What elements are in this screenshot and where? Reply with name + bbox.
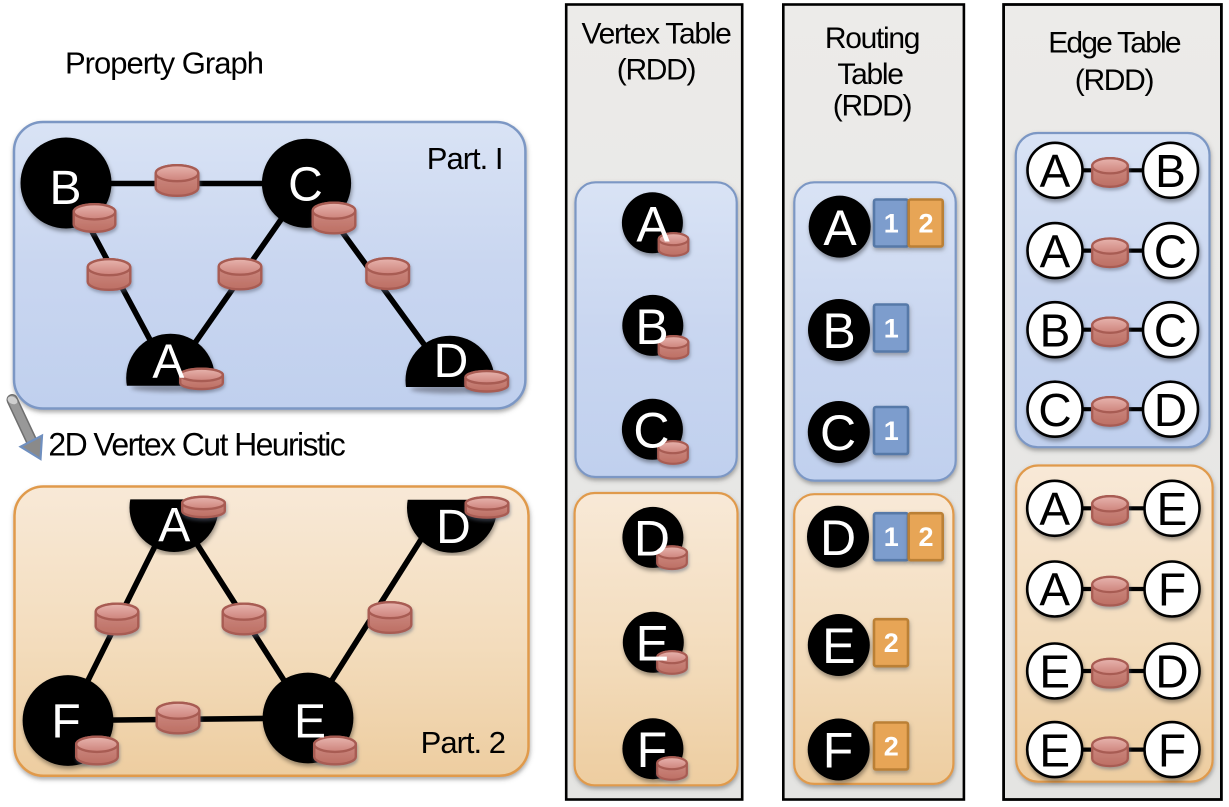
svg-text:A: A <box>636 197 670 253</box>
svg-text:D: D <box>436 501 471 554</box>
svg-text:A: A <box>152 335 184 388</box>
svg-text:Vertex Table: Vertex Table <box>582 17 732 50</box>
svg-text:F: F <box>1158 564 1186 616</box>
svg-text:C: C <box>288 159 323 212</box>
svg-text:Part. 2: Part. 2 <box>421 725 505 760</box>
svg-text:Edge Table: Edge Table <box>1048 27 1181 60</box>
svg-text:C: C <box>820 405 856 461</box>
svg-text:E: E <box>822 618 855 674</box>
svg-text:1: 1 <box>884 209 899 239</box>
svg-text:2: 2 <box>918 522 933 552</box>
svg-text:Routing: Routing <box>825 22 919 55</box>
svg-text:2: 2 <box>884 628 899 658</box>
svg-text:Property Graph: Property Graph <box>65 46 263 81</box>
svg-text:A: A <box>1039 564 1070 616</box>
svg-text:B: B <box>49 162 81 215</box>
svg-text:A: A <box>158 499 190 552</box>
svg-text:D: D <box>820 510 856 566</box>
svg-text:F: F <box>1158 724 1186 776</box>
svg-text:A: A <box>1040 225 1071 277</box>
svg-text:E: E <box>1039 646 1070 698</box>
svg-text:C: C <box>1154 225 1187 277</box>
svg-text:(RDD): (RDD) <box>833 90 912 123</box>
svg-text:F: F <box>51 696 80 749</box>
svg-text:C: C <box>1154 304 1187 356</box>
svg-text:D: D <box>1154 384 1187 436</box>
svg-text:C: C <box>1038 384 1071 436</box>
svg-text:1: 1 <box>884 522 899 552</box>
svg-text:D: D <box>1155 646 1188 698</box>
svg-text:A: A <box>823 200 857 256</box>
svg-text:1: 1 <box>884 416 899 446</box>
svg-text:1: 1 <box>884 314 899 344</box>
svg-text:2D Vertex Cut Heuristic: 2D Vertex Cut Heuristic <box>48 427 345 463</box>
svg-text:B: B <box>1040 304 1071 356</box>
svg-text:B: B <box>1155 145 1186 197</box>
svg-text:A: A <box>1039 483 1070 535</box>
svg-text:E: E <box>636 616 669 672</box>
svg-text:D: D <box>634 511 670 567</box>
svg-text:E: E <box>1157 483 1188 535</box>
svg-text:F: F <box>823 723 854 779</box>
svg-text:2: 2 <box>884 732 899 762</box>
svg-text:Part. I: Part. I <box>427 141 503 176</box>
svg-text:(RDD): (RDD) <box>617 54 696 87</box>
svg-text:D: D <box>434 335 469 388</box>
svg-text:E: E <box>1039 724 1070 776</box>
svg-text:(RDD): (RDD) <box>1075 64 1154 97</box>
svg-text:Table: Table <box>837 58 903 91</box>
svg-text:B: B <box>822 303 855 359</box>
svg-text:2: 2 <box>918 209 933 239</box>
svg-text:A: A <box>1040 145 1071 197</box>
svg-text:C: C <box>633 403 669 459</box>
svg-text:B: B <box>635 299 668 355</box>
svg-text:F: F <box>637 722 668 778</box>
svg-text:E: E <box>294 696 326 749</box>
